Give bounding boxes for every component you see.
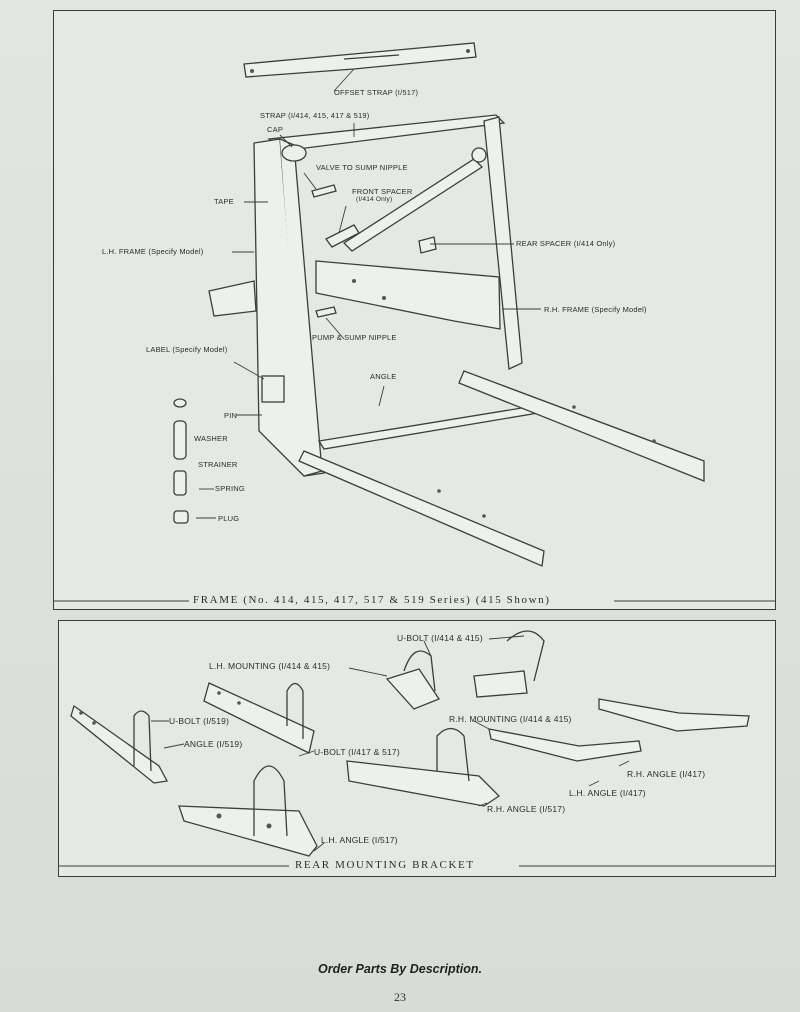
angle-519-label: ANGLE (I/519): [184, 739, 243, 749]
washer-label: WASHER: [194, 434, 228, 443]
tape-label: TAPE: [214, 197, 234, 206]
diagonal-brace-drawing: [342, 147, 487, 252]
rear-spacer-label: REAR SPACER (I/414 Only): [516, 239, 616, 248]
strainer-label: STRAINER: [198, 460, 238, 469]
pin-label: PIN: [224, 411, 238, 420]
lh-angle-417-label: L.H. ANGLE (I/417): [569, 788, 646, 798]
front-spacer-note: (I/414 Only): [356, 196, 393, 203]
rh-angle-517-label: R.H. ANGLE (I/517): [487, 804, 566, 814]
bracket-caption: REAR MOUNTING BRACKET: [291, 859, 479, 871]
front-spacer-label: FRONT SPACER: [352, 187, 413, 196]
valve-to-sump-nipple-label: VALVE TO SUMP NIPPLE: [316, 163, 408, 172]
lh-mounting-label: L.H. MOUNTING (I/414 & 415): [209, 661, 331, 671]
frame-exploded-drawing: [54, 42, 775, 602]
rh-mounting-label: R.H. MOUNTING (I/414 & 415): [449, 714, 572, 724]
bracket-leader-lines: [59, 635, 775, 867]
frame-caption: FRAME (No. 414, 415, 417, 517 & 519 Seri…: [189, 594, 555, 606]
plug-label: PLUG: [218, 514, 240, 523]
offset-strap-drawing: [243, 42, 477, 78]
ubolt-414-label: U-BOLT (I/414 & 415): [397, 633, 483, 643]
page-number: 23: [394, 990, 406, 1004]
lh-angle-417-drawing: [488, 728, 642, 762]
lh-mounting-drawing: [385, 650, 440, 710]
lh-frame-drawing: [253, 138, 326, 477]
rear-mounting-bracket-panel: L.H. MOUNTING (I/414 & 415) U-BOLT (I/41…: [58, 620, 776, 877]
pump-sump-nipple-label: PUMP & SUMP NIPPLE: [312, 333, 397, 342]
rh-angle-417-label: R.H. ANGLE (I/417): [627, 769, 706, 779]
bracket-exploded-drawing: [59, 630, 775, 867]
small-parts-drawing: [173, 144, 437, 524]
spring-label: SPRING: [215, 484, 245, 493]
cap-label: CAP: [267, 125, 284, 134]
rh-mounting-drawing: [473, 630, 545, 698]
rh-angle-417-drawing: [598, 698, 750, 732]
strap-label: STRAP (I/414, 415, 417 & 519): [260, 111, 370, 120]
ubolt-519-label: U-BOLT (I/519): [169, 716, 230, 726]
angle-519-drawing: [70, 704, 169, 784]
order-instruction: Order Parts By Description.: [318, 962, 482, 976]
rh-frame-drawing: [315, 116, 523, 370]
offset-strap-label: OFFSET STRAP (I/517): [334, 88, 419, 97]
top-strap-drawing: [267, 114, 506, 152]
rh-angle-517-drawing: [346, 727, 501, 807]
frame-diagram-panel: OFFSET STRAP (I/517) STRAP (I/414, 415, …: [53, 10, 776, 610]
rh-frame-label: R.H. FRAME (Specify Model): [544, 305, 647, 314]
angle-label: ANGLE: [370, 372, 397, 381]
lh-frame-label: L.H. FRAME (Specify Model): [102, 247, 204, 256]
lh-angle-517-label: L.H. ANGLE (I/517): [321, 835, 398, 845]
base-angle-drawing: [298, 370, 705, 567]
lh-angle-517-drawing: [178, 765, 318, 857]
ubolt-417-label: U-BOLT (I/417 & 517): [314, 747, 400, 757]
label-part-label: LABEL (Specify Model): [146, 345, 228, 354]
frame-leader-lines: [54, 68, 775, 602]
